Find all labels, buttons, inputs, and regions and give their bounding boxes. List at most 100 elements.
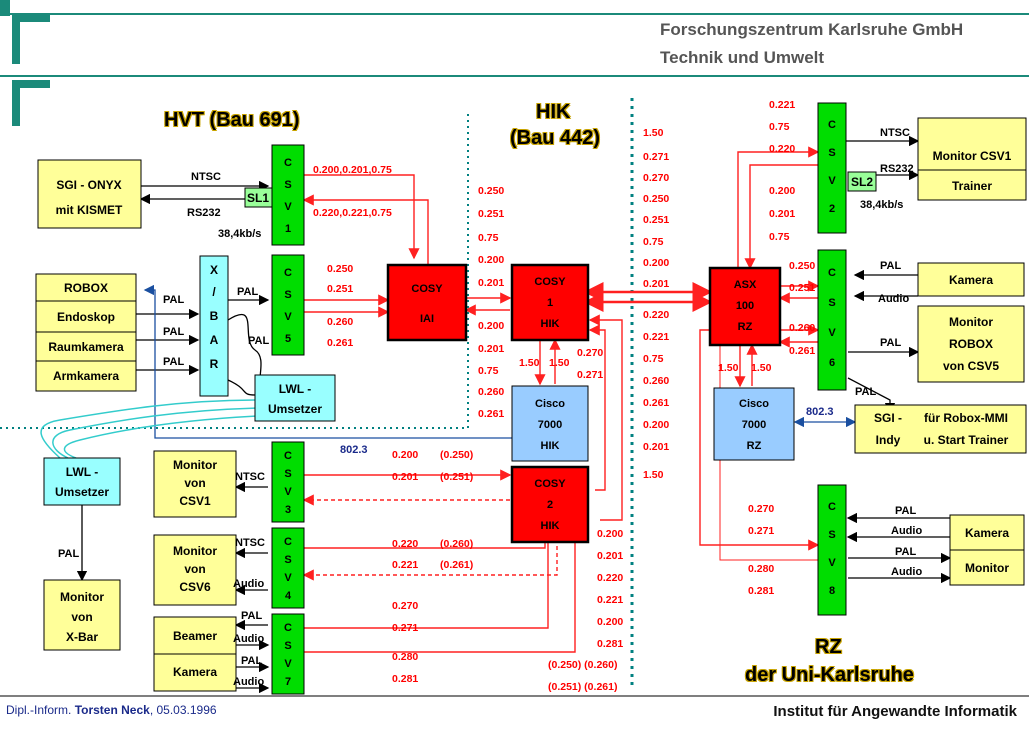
hik-title: HIK xyxy=(536,101,571,123)
trainer-label: Trainer xyxy=(952,179,992,193)
addr-cosy1-left: 0.260 xyxy=(478,386,504,398)
csv4-v: V xyxy=(284,572,292,584)
monitor-csv1-right-label: Monitor CSV1 xyxy=(933,149,1012,163)
addr-csv8-b: 0.280 xyxy=(748,563,774,575)
monitor-csv1-l2: von xyxy=(184,476,205,490)
csv2-box xyxy=(817,102,847,234)
csv3-n: 3 xyxy=(285,504,291,516)
raumkamera-label: Raumkamera xyxy=(48,340,124,354)
sgi-indy-desc-l1: für Robox-MMI xyxy=(924,411,1008,425)
addr-csv8-a: 0.270 xyxy=(748,503,774,515)
addr-cosy1-left: 0.75 xyxy=(478,365,499,377)
blue-links xyxy=(143,284,857,439)
kamera-rb-box xyxy=(949,514,1025,551)
csv5-v: V xyxy=(284,311,292,323)
pal-label: PAL xyxy=(880,260,901,272)
csv4-n: 4 xyxy=(285,590,292,602)
hik-subtitle: (Bau 442) xyxy=(510,127,601,149)
xbar-box xyxy=(199,255,229,397)
addr-cosy1-top: 0.251 xyxy=(478,208,504,220)
addr-csv2-top: 0.221 xyxy=(769,99,795,111)
addr-csv1-b: 0.220,0.221,0.75 xyxy=(313,207,392,219)
csv8-c: C xyxy=(828,501,836,513)
addr-csv6-b: 0.260 xyxy=(789,322,815,334)
pal-label: PAL xyxy=(241,655,262,667)
addr-mid-col: 0.260 xyxy=(643,375,669,387)
addr-csv5-b: 0.251 xyxy=(327,283,353,295)
addr-csv6-b: 0.261 xyxy=(789,345,815,357)
institute-footer: Institut für Angewandte Informatik xyxy=(773,703,1017,720)
asx-box xyxy=(708,266,782,347)
lwl-right-l1: LWL - xyxy=(279,382,311,396)
pal-label: PAL xyxy=(163,356,184,368)
addr-mid-col: 0.271 xyxy=(643,151,669,163)
addr-csv5-a: 0.250 xyxy=(327,263,353,275)
addr-csv4-b: 0.221 xyxy=(392,559,418,571)
addr-csv2-top: 0.75 xyxy=(769,121,790,133)
cosy2-box xyxy=(510,465,590,544)
csv1-s: S xyxy=(284,179,291,191)
red-links xyxy=(302,146,820,653)
cosy-iai-box xyxy=(386,263,468,342)
beamer-label: Beamer xyxy=(173,629,217,643)
audio-label: Audio xyxy=(233,578,264,590)
sl1-box xyxy=(244,187,273,208)
hvt-title: HVT (Bau 691) xyxy=(164,109,300,131)
addr-cosy2-right: 0.281 xyxy=(597,638,623,650)
cosy2-l2: 2 xyxy=(547,499,553,511)
csv2-s: S xyxy=(828,147,835,159)
addr-csv5-d: 0.261 xyxy=(327,337,353,349)
addr-cosy1-top: 0.250 xyxy=(478,185,504,197)
cosy2-l3: HIK xyxy=(541,520,560,532)
sgi-indy-l1: SGI - xyxy=(874,411,902,425)
sgi-onyx-box xyxy=(37,159,142,229)
asx-l3: RZ xyxy=(738,321,753,333)
csv8-n: 8 xyxy=(829,585,835,597)
addr-cosy1-left: 0.201 xyxy=(478,343,504,355)
xbar-l1: X xyxy=(210,263,218,277)
sgi-indy-box xyxy=(854,404,1027,454)
audio-label: Audio xyxy=(891,525,922,537)
addr-cosy1-mid: 0.270 xyxy=(577,347,603,359)
cosy1-l3: HIK xyxy=(541,318,560,330)
kamera-rb-label: Kamera xyxy=(965,526,1009,540)
cisco-hik-l1: Cisco xyxy=(535,398,565,410)
csv6-c: C xyxy=(828,267,836,279)
csv7-v: V xyxy=(284,658,292,670)
author-name: Torsten Neck xyxy=(74,703,150,717)
monitor-xbar-l2: von xyxy=(71,610,92,624)
ntsc-label: NTSC xyxy=(235,537,265,549)
division-header: Technik und Umwelt xyxy=(660,48,825,67)
author-prefix: Dipl.-Inform. xyxy=(6,703,72,717)
pal-label: PAL xyxy=(855,386,876,398)
xbar-l5: R xyxy=(210,357,219,371)
addr-cosy1-mid: 0.271 xyxy=(577,369,603,381)
addr-cosy1-left: 0.200 xyxy=(478,320,504,332)
sl1-label: SL1 xyxy=(247,191,269,205)
pal-label: PAL xyxy=(237,286,258,298)
addr-cisco-link: 1.50 xyxy=(549,357,570,369)
lwl-left-box xyxy=(43,457,121,506)
addr-cosy1-top: 0.75 xyxy=(478,232,499,244)
ntsc-label: NTSC xyxy=(191,171,221,183)
addr-mid-col: 1.50 xyxy=(643,469,664,481)
pal-label: PAL xyxy=(241,610,262,622)
pal-label: PAL xyxy=(895,505,916,517)
cosy1-l1: COSY xyxy=(534,276,566,288)
addr-csv4-b: (0.261) xyxy=(440,559,473,571)
addr-csv6-a: 0.250 xyxy=(789,260,815,272)
pal-label: PAL xyxy=(163,326,184,338)
cisco-rz-l3: RZ xyxy=(747,440,762,452)
addr-cosy2-bottom: (0.250) (0.260) xyxy=(548,659,617,671)
monitor-xbar-box xyxy=(43,579,121,651)
addr-csv3-b: (0.251) xyxy=(440,471,473,483)
addr-cosy2-right: 0.200 xyxy=(597,616,623,628)
monitor-csv6-l1: Monitor xyxy=(173,544,217,558)
baud-label: 38,4kb/s xyxy=(218,228,261,240)
rs232-label: RS232 xyxy=(187,207,221,219)
addr-mid-col: 0.250 xyxy=(643,193,669,205)
pal-label: PAL xyxy=(58,548,79,560)
monitor-xbar-l1: Monitor xyxy=(60,590,104,604)
lwl-left-l1: LWL - xyxy=(66,465,98,479)
addr-mid-col: 0.201 xyxy=(643,278,669,290)
